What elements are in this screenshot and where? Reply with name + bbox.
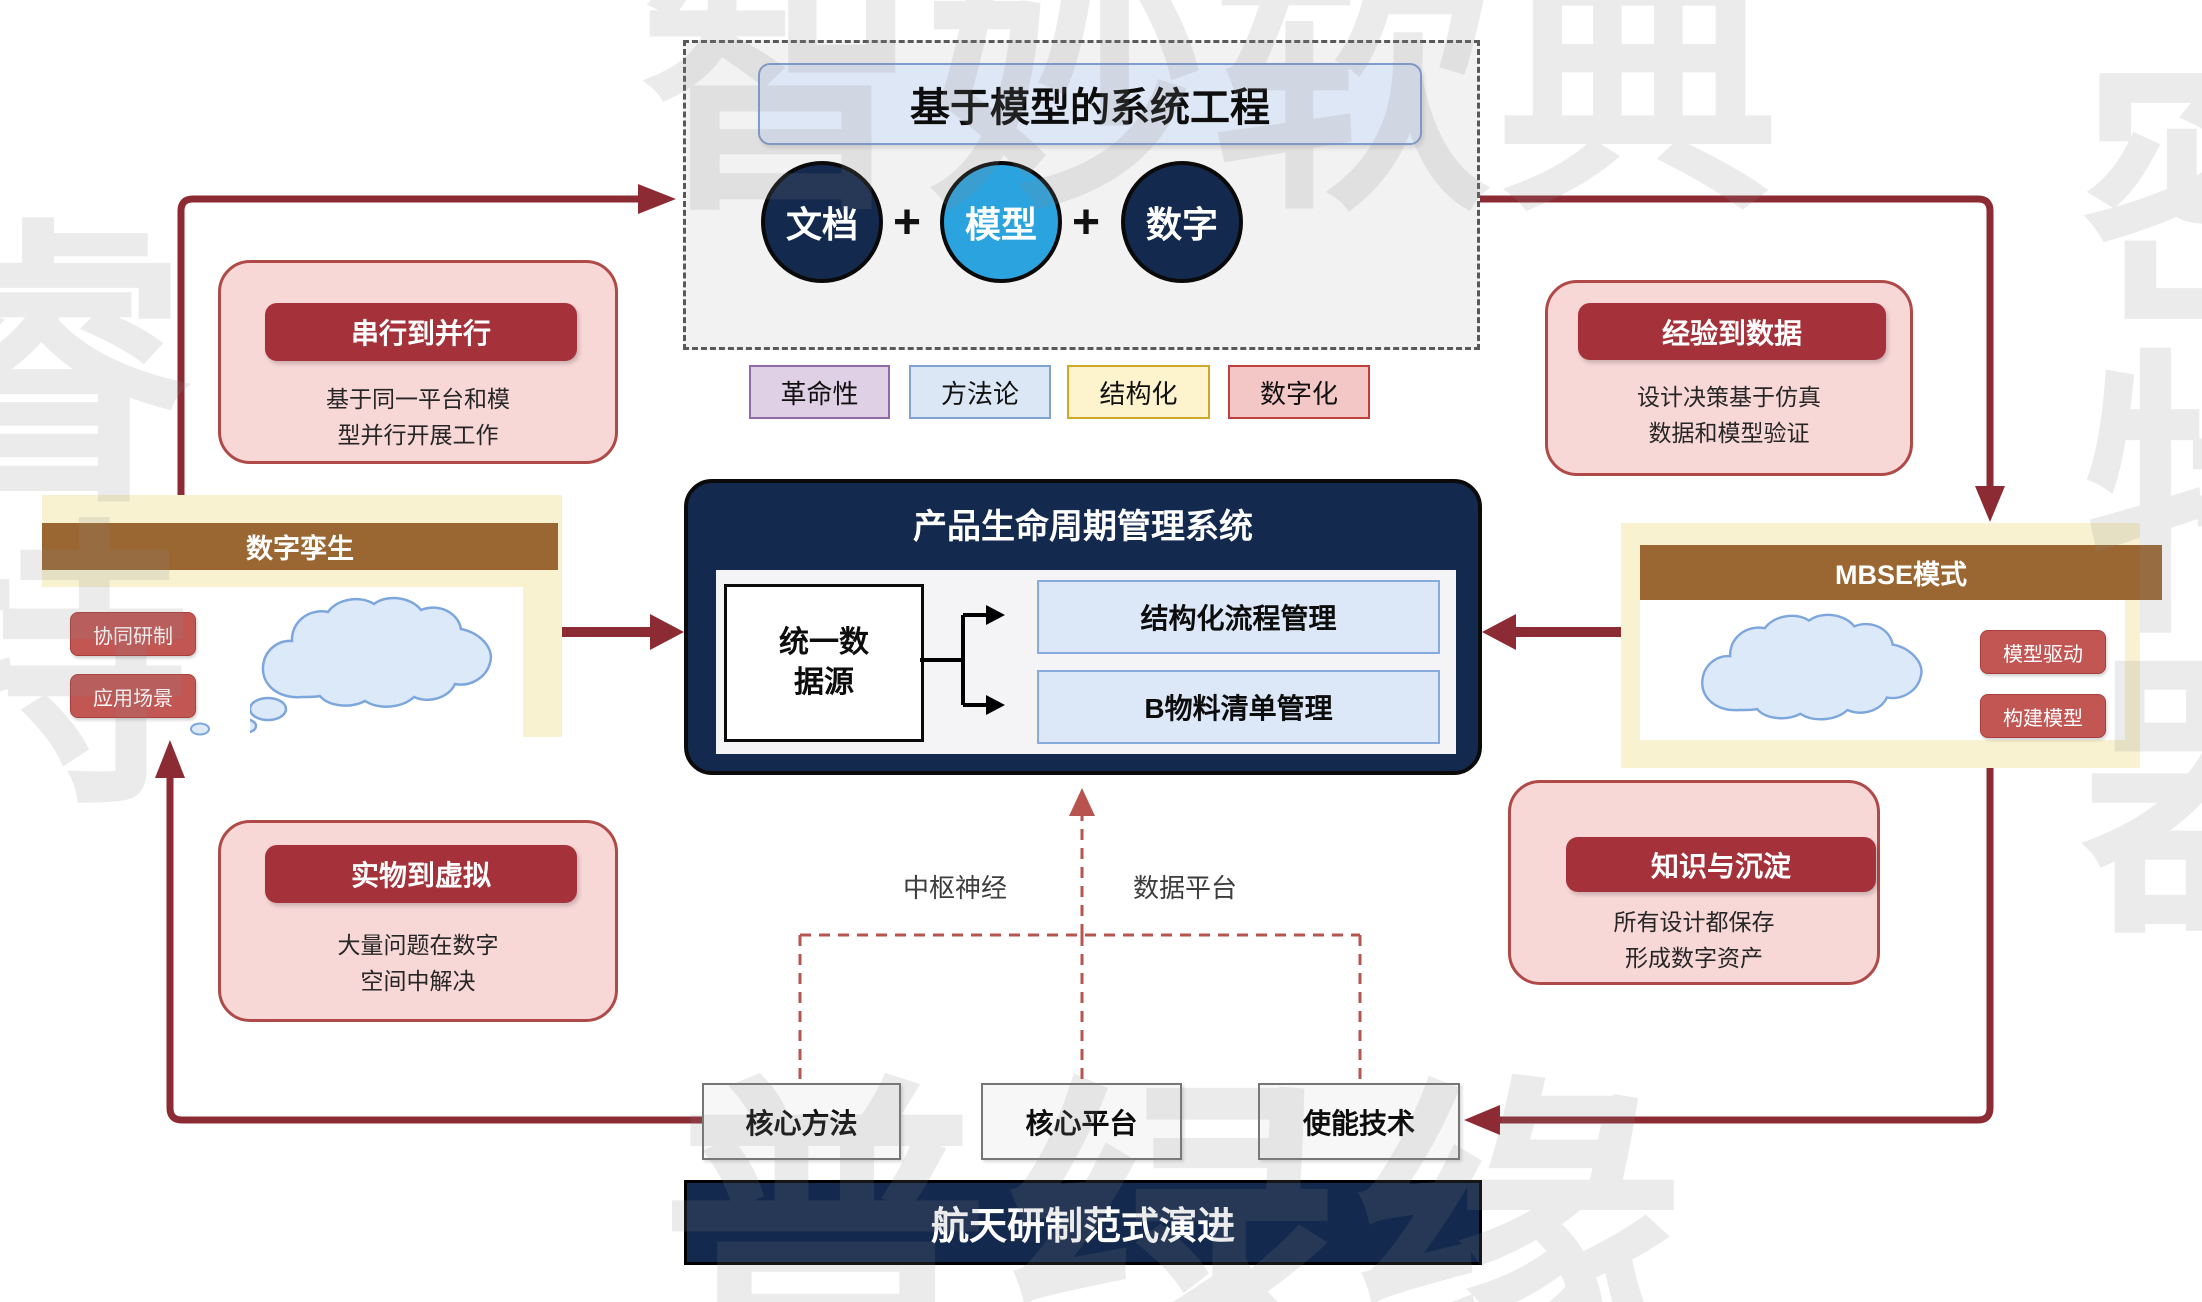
plm-title: 产品生命周期管理系统 [913,508,1253,546]
chip-application-scenario: 应用场景 [70,674,196,718]
card-knowledge-deposit: 知识与沉淀 所有设计都保存 形成数字资产 [1508,780,1880,985]
card-physical-body1: 大量问题在数字 [337,932,499,958]
card-experience-body2: 数据和模型验证 [1648,420,1810,446]
box-enabling-tech: 使能技术 [1258,1083,1460,1160]
mbse-title-box: 基于模型的系统工程 [758,63,1422,145]
card-serial-to-parallel: 串行到并行 基于同一平台和模 型并行开展工作 [218,260,618,464]
circle-digital: 数字 [1121,161,1243,283]
unified-data-source-line2: 据源 [794,666,854,699]
digital-twin-header: 数字孪生 [42,523,558,570]
thought-cloud-bubble [190,722,210,736]
card-knowledge-body1: 所有设计都保存 [1613,909,1775,935]
card-knowledge-title: 知识与沉淀 [1566,837,1876,892]
module-structured-process: 结构化流程管理 [1037,580,1440,654]
legend-digitalized: 数字化 [1228,365,1370,419]
legend-revolutionary: 革命性 [749,365,890,419]
thought-cloud-left [250,596,493,734]
chip-model-driven: 模型驱动 [1980,630,2106,674]
box-core-platform: 核心平台 [981,1083,1182,1160]
unified-data-source-line1: 统一数 [779,626,869,659]
card-serial-body2: 型并行开展工作 [337,422,499,448]
chip-build-model: 构建模型 [1980,694,2106,738]
label-central-nerve: 中枢神经 [902,873,1007,903]
watermark-right: 密特器 [2037,40,2202,940]
unified-data-source-box: 统一数 据源 [724,584,924,742]
plus-sign-2: + [1072,196,1101,249]
module-bom-management: B物料清单管理 [1037,670,1440,744]
circle-model: 模型 [940,161,1062,283]
card-serial-body1: 基于同一平台和模 [326,386,510,412]
card-physical-body2: 空间中解决 [360,968,476,994]
mbse-concept-box: 基于模型的系统工程 文档 + 模型 + 数字 [683,40,1480,350]
card-experience-to-data: 经验到数据 设计决策基于仿真 数据和模型验证 [1545,280,1913,476]
bottom-bar-paradigm: 航天研制范式演进 [684,1180,1482,1265]
card-physical-to-virtual: 实物到虚拟 大量问题在数字 空间中解决 [218,820,618,1022]
label-data-platform: 数据平台 [1132,873,1237,903]
dashed-connector-tree [798,812,1362,1080]
cloud-right [1701,613,1923,721]
card-experience-title: 经验到数据 [1578,303,1886,360]
legend-methodology: 方法论 [909,365,1051,419]
legend-structured: 结构化 [1067,365,1210,419]
arrow-twin-to-plm [562,614,684,650]
circle-document: 文档 [761,161,883,283]
card-experience-body1: 设计决策基于仿真 [1637,384,1821,410]
chip-collaborative-dev: 协同研制 [70,612,196,656]
dashed-arrowhead-up [1069,788,1095,816]
card-knowledge-body2: 形成数字资产 [1625,945,1763,971]
mbse-mode-header: MBSE模式 [1640,545,2162,600]
arrow-mbse-to-plm [1482,614,1621,650]
plm-inner-panel: 统一数 据源 结构化流程管理 B物料清单管理 [716,570,1456,754]
plus-sign-1: + [893,196,922,249]
card-serial-title: 串行到并行 [265,303,577,361]
plm-system-box: 产品生命周期管理系统 统一数 据源 结构化流程管理 B物料清单管理 [684,479,1482,775]
card-physical-title: 实物到虚拟 [265,845,577,903]
box-core-method: 核心方法 [702,1083,901,1160]
